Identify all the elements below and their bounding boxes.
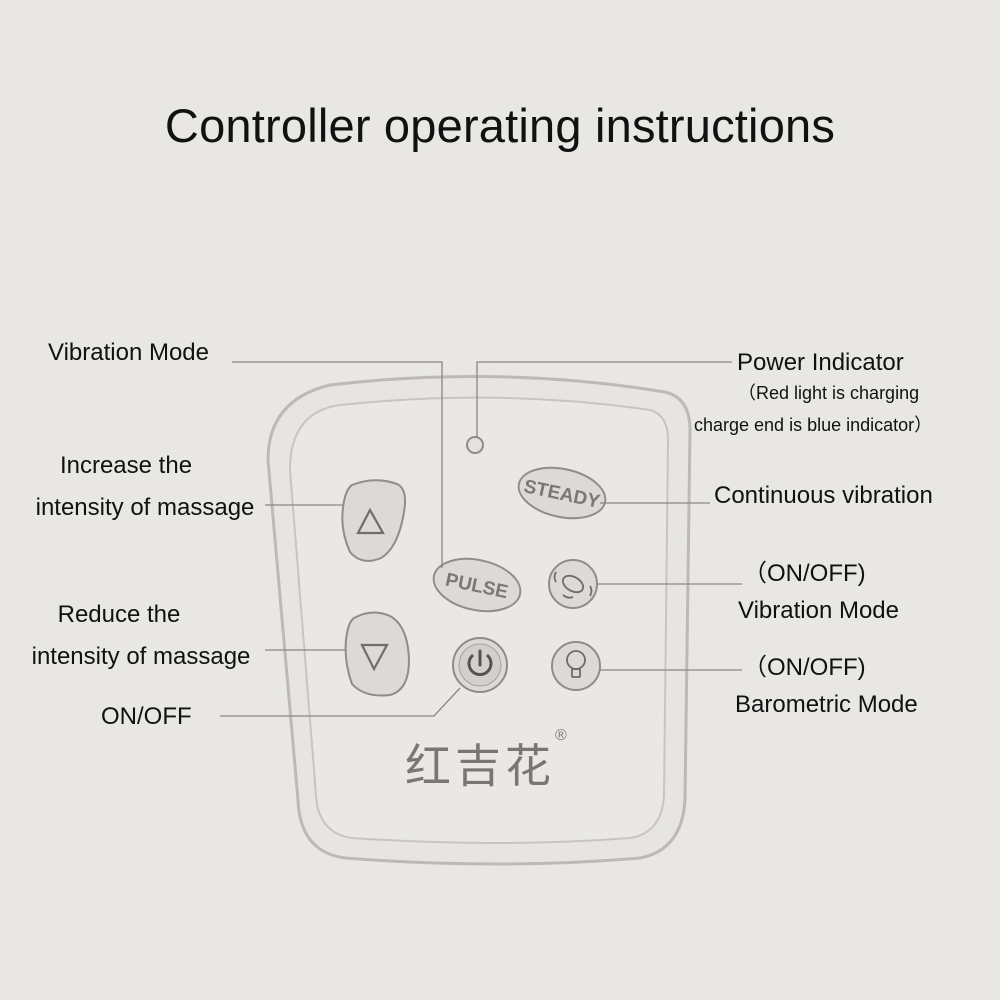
pulse-button [432, 557, 522, 613]
label-power-note-line1: （Red light is charging [738, 383, 920, 403]
leader-lines [220, 361, 742, 717]
page-title: Controller operating instructions [164, 99, 836, 152]
power-indicator-led [466, 436, 484, 454]
vibration-icon [553, 571, 593, 599]
label-vibration-toggle-line2: Vibration Mode [738, 597, 899, 624]
label-vibration-toggle-line1: （ON/OFF) [743, 560, 866, 587]
label-reduce-line1: Reduce the [57, 601, 181, 628]
increase-button [341, 479, 407, 562]
down-triangle-icon [360, 643, 389, 672]
steady-button [517, 466, 607, 520]
decrease-button [344, 611, 411, 697]
label-reduce-intensity: Reduce the intensity of massage [6, 603, 276, 669]
up-triangle-icon [356, 507, 385, 535]
label-barometric-toggle-line2: Barometric Mode [735, 691, 918, 718]
power-icon [467, 649, 493, 676]
barometric-icon [566, 650, 586, 678]
label-reduce-line2: intensity of massage [31, 643, 251, 670]
label-power-indicator: Power Indicator [737, 349, 904, 376]
barometric-toggle-button [551, 641, 601, 691]
label-increase-line2: intensity of massage [35, 494, 255, 521]
label-increase-line1: Increase the [59, 452, 193, 479]
label-power-note-line2: charge end is blue indicator） [694, 415, 933, 435]
vibration-toggle-button [548, 559, 598, 609]
label-on-off: ON/OFF [101, 703, 192, 730]
label-vibration-mode-left: Vibration Mode [48, 339, 209, 366]
label-continuous-vibration: Continuous vibration [714, 482, 933, 509]
label-barometric-toggle-line1: （ON/OFF) [743, 654, 866, 681]
brand-logo: 红吉花 [405, 739, 555, 793]
registered-mark: ® [555, 727, 567, 744]
label-increase-intensity: Increase the intensity of massage [10, 454, 280, 520]
